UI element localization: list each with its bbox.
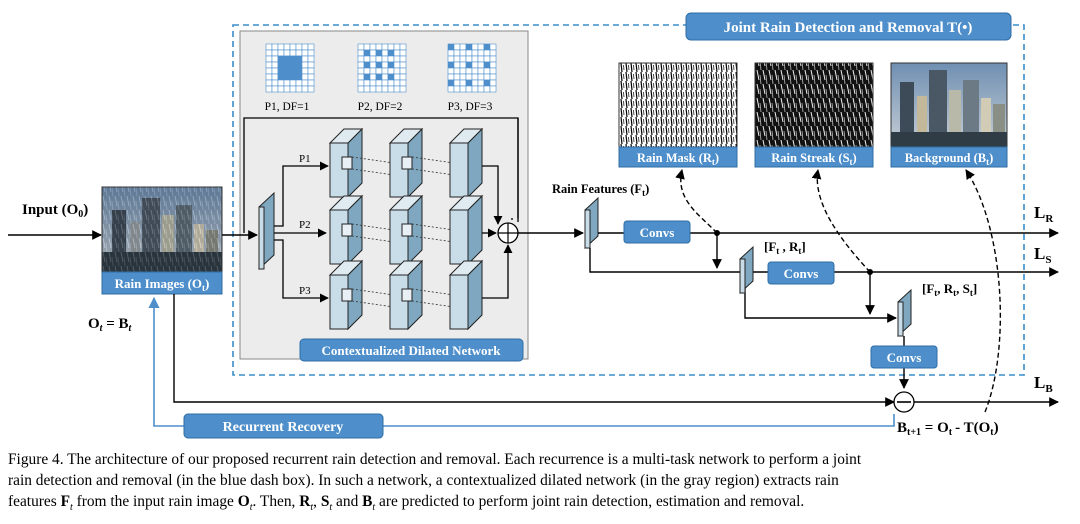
- path-label-p3: P3: [299, 285, 311, 297]
- title-text: Joint Rain Detection and Removal T(•): [724, 20, 973, 36]
- concat-label-2: [Ft, Rt, St]: [922, 281, 977, 298]
- conv-block-r2-c2: [388, 194, 455, 266]
- background-image: [890, 62, 1008, 148]
- background-label: Background (Bt): [905, 151, 994, 167]
- conv-block-r3-c1: [328, 259, 395, 331]
- conv-block-r2-c1: [328, 194, 395, 266]
- dilation-grid-1: [265, 43, 315, 93]
- update-equation: Bt+1 = Ot- T(Ot): [897, 420, 999, 438]
- recurrent-recovery-label: Recurrent Recovery: [223, 420, 344, 435]
- title-tag: Joint Rain Detection and Removal T(•): [685, 12, 1012, 41]
- rain-streak-image: [754, 62, 874, 148]
- convs-label-2: Convs: [784, 266, 819, 281]
- rain-mask-image: [618, 62, 738, 148]
- conv-block-r3-c3: [448, 259, 484, 331]
- rain-streak-tag: [754, 146, 874, 168]
- rain-streak-label: Rain Streak (St): [771, 151, 856, 167]
- rain-images-tag: [101, 271, 223, 295]
- convs-label-1: Convs: [640, 225, 675, 240]
- entry-conv-block: [258, 191, 275, 271]
- rain-image: [101, 186, 223, 273]
- conv-block-r3-c2: [388, 259, 455, 331]
- dashed-arrow-background: [965, 169, 1002, 413]
- figure-caption: Figure 4. The architecture of our propos…: [8, 449, 1074, 518]
- cdn-tag: [299, 338, 524, 362]
- conv-block-r2-c3: [448, 194, 484, 266]
- architecture-diagram: Joint Rain Detection and Removal T(•) P1…: [8, 12, 1059, 439]
- loss-lb: LB: [1034, 373, 1053, 395]
- concat-block-1: [739, 245, 754, 295]
- ot-equals-bt: Ot = Bt: [88, 316, 133, 334]
- path-label-p2: P2: [299, 219, 311, 231]
- dilation-grid-3: [447, 43, 497, 93]
- rain-mask-tag: [618, 146, 738, 168]
- rain-images-label: Rain Images (Ot): [115, 276, 210, 293]
- dashed-arrow-mask: [675, 169, 718, 234]
- concat-label-1: [Ft , Rt]: [764, 239, 806, 256]
- concat-block-2: [897, 288, 912, 338]
- loss-ls: LS: [1034, 244, 1051, 266]
- conv-block-r1-c3: [448, 127, 484, 199]
- dilated-conv-blocks: [328, 127, 484, 331]
- caption-line-1: Figure 4. The architecture of our propos…: [8, 451, 862, 468]
- recurrent-arrow: [148, 296, 184, 427]
- background-tag: [890, 146, 1008, 168]
- conv-block-r1-c1: [328, 127, 395, 199]
- convs-box-1: [623, 220, 691, 244]
- dilation-grid-2: [357, 43, 407, 93]
- dilation-grids: [265, 43, 497, 93]
- caption-line-3: features Ft from the input rain image Ot…: [8, 493, 805, 514]
- joint-network-dashed-box: [232, 24, 1025, 376]
- convs-label-3: Convs: [887, 350, 922, 365]
- rain-features-block: [584, 196, 599, 250]
- path-label-p1: P1: [299, 153, 311, 165]
- convs-box-2: [767, 261, 835, 285]
- loss-lr: LR: [1034, 203, 1054, 225]
- dashed-arrow-streak: [811, 169, 871, 273]
- grid-label-1: P1, DF=1: [265, 101, 310, 113]
- caption-line-2: rain detection and removal (in the blue …: [8, 472, 839, 489]
- conv-block-r1-c2: [388, 127, 455, 199]
- rain-mask-label: Rain Mask (Rt): [637, 151, 719, 167]
- grid-label-2: P2, DF=2: [358, 101, 403, 113]
- convs-box-3: [870, 345, 938, 369]
- grid-label-3: P3, DF=3: [448, 101, 493, 113]
- recurrent-recovery-tag: [183, 413, 384, 439]
- input-label: Input (O0): [22, 202, 88, 220]
- cdn-label: Contextualized Dilated Network: [321, 343, 501, 358]
- rain-features-label: Rain Features (Ft): [552, 182, 649, 198]
